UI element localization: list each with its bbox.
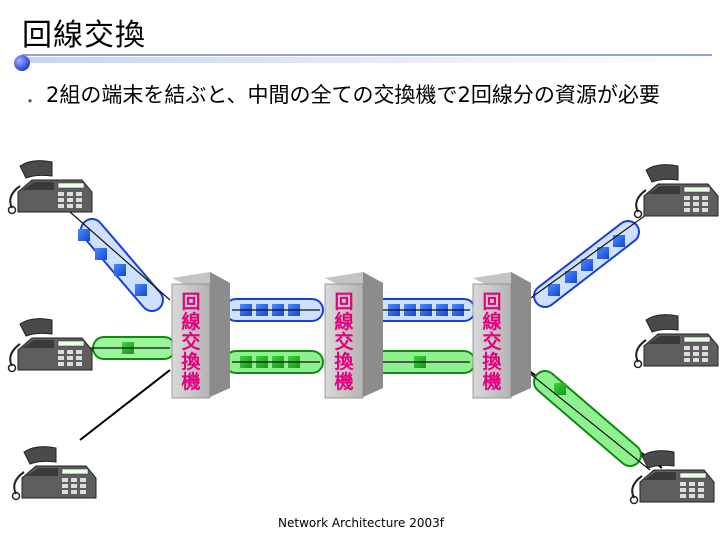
telephone-icon (7, 159, 93, 215)
slide-title: 回線交換 (22, 18, 146, 53)
switch-label: 回線交換機 (334, 291, 354, 393)
cube-green-right (554, 383, 566, 395)
telephone-icon (633, 163, 719, 219)
wire-left-bottom (79, 369, 171, 441)
cube-blue-left (78, 229, 147, 296)
cube-blue-right (548, 235, 625, 296)
bullet-marker: ・ (22, 92, 39, 111)
telephone-icon (633, 313, 719, 369)
bullet-text: 2組の端末を結ぶと、中間の全ての交換機で2回線分の資源が必要 (46, 83, 660, 107)
telephone-icon (629, 449, 715, 505)
switch-label: 回線交換機 (482, 291, 502, 393)
switch-3 (472, 272, 531, 399)
switch-label: 回線交換機 (181, 291, 201, 393)
switch-2 (324, 272, 383, 399)
title-underline (22, 54, 712, 56)
telephone-icon (7, 317, 93, 373)
switch-1 (171, 272, 230, 399)
telephone-icon (11, 445, 97, 501)
title-gradient-bar (22, 57, 712, 63)
title-bullet-dot (14, 55, 30, 71)
footer-text: Network Architecture 2003f (278, 516, 444, 530)
